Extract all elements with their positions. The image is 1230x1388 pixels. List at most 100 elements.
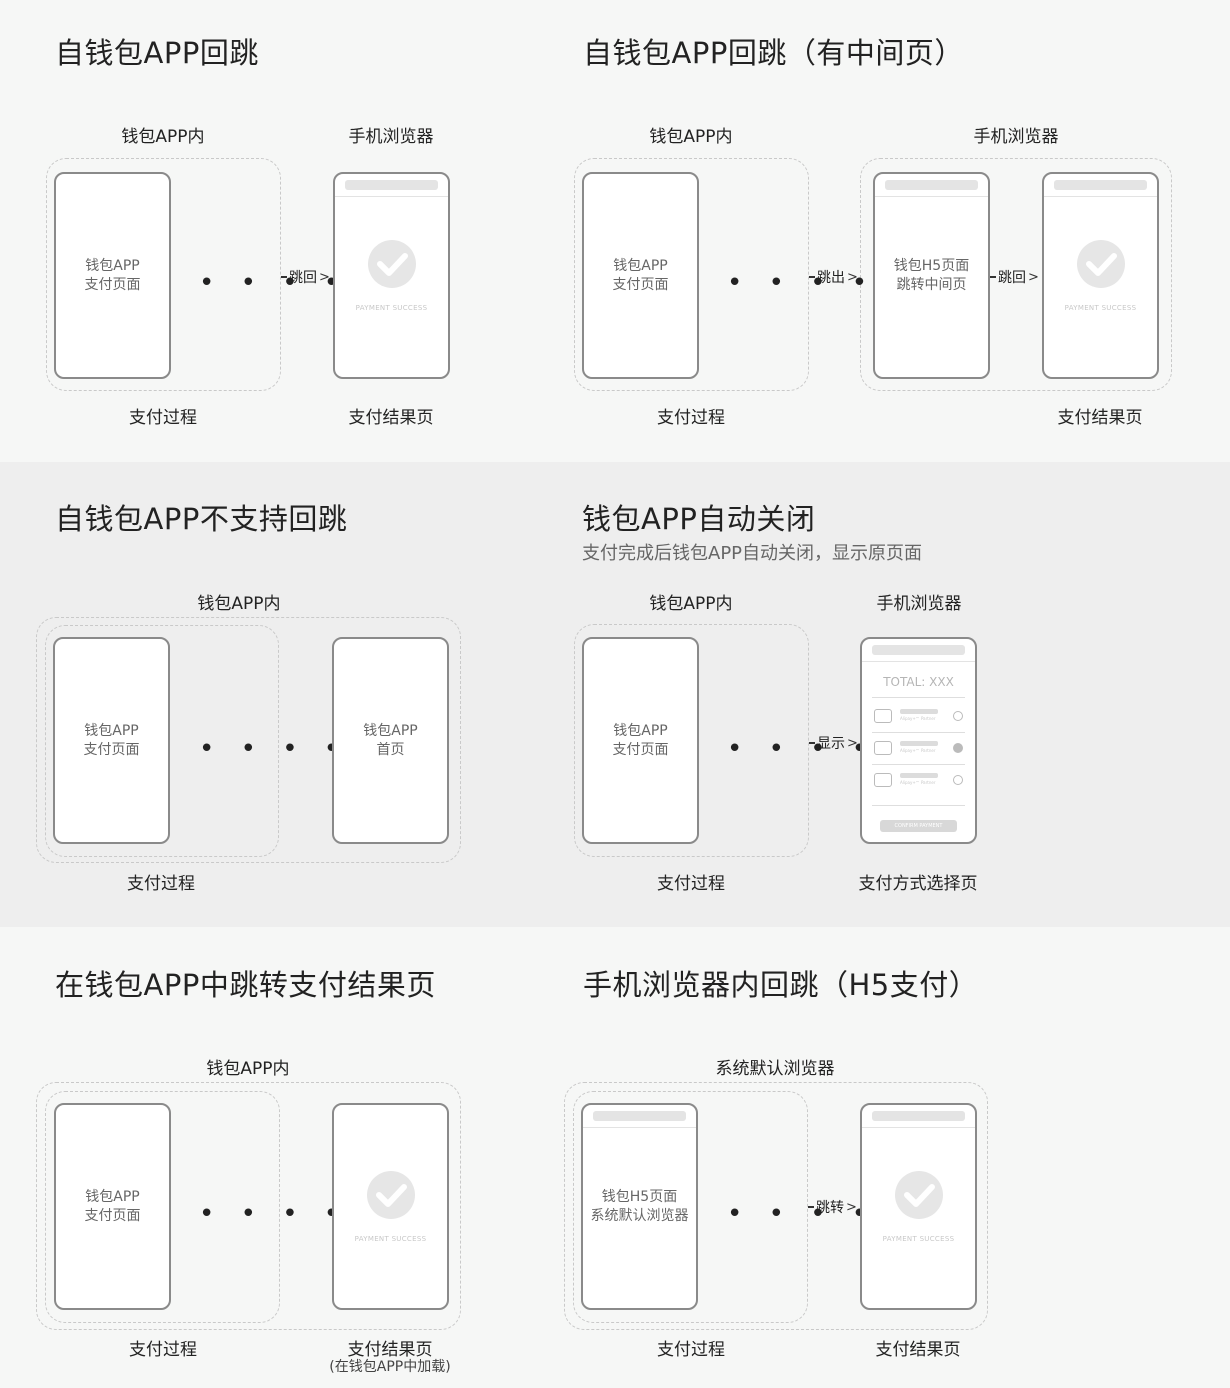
arrow-back: 跳回> (990, 267, 1039, 287)
arrow-label: 跳回 (289, 270, 317, 286)
phone-wallet-pay: 钱包APP 支付页面 (582, 637, 699, 844)
section-subtitle: 支付完成后钱包APP自动关闭，显示原页面 (582, 543, 923, 564)
section-title: 自钱包APP不支持回跳 (55, 502, 348, 536)
section-title: 钱包APP自动关闭 (582, 502, 816, 536)
arrow-label: 显示 (817, 736, 845, 752)
phone-text: 钱包APP 支付页面 (84, 1188, 141, 1224)
arrow-head-icon: > (846, 1199, 857, 1215)
group-label-system-browser: 系统默认浏览器 (715, 1059, 835, 1079)
phone-text: 钱包H5页面 跳转中间页 (893, 257, 970, 293)
section-title: 在钱包APP中跳转支付结果页 (55, 968, 436, 1002)
arrow-out: 跳出> (809, 267, 858, 287)
arrow-label: 跳转 (816, 1200, 844, 1216)
wallet-outer-box (36, 617, 461, 863)
phone-wallet-pay: 钱包APP 支付页面 (53, 637, 170, 844)
success-text: PAYMENT SUCCESS (1064, 304, 1137, 312)
arrow-back: 跳回> (281, 267, 330, 287)
caption-pay-process: 支付过程 (127, 874, 195, 894)
browser-bar (862, 1105, 975, 1128)
success-text: PAYMENT SUCCESS (882, 1235, 955, 1243)
browser-group-box (860, 158, 1172, 391)
flow-dots: • • • • (199, 734, 349, 764)
group-label-browser: 手机浏览器 (973, 127, 1059, 147)
browser-bar (1044, 174, 1157, 197)
phone-wallet-pay: 钱包APP 支付页面 (54, 1103, 171, 1310)
browser-bar (875, 174, 988, 197)
option-sub: Alipay+™ Partner (900, 716, 936, 721)
total-text: TOTAL: XXX (883, 675, 954, 689)
wallet-inner-box (45, 1091, 280, 1323)
wallet-icon (874, 709, 892, 723)
caption-pay-result: 支付结果页 (875, 1340, 961, 1360)
wallet-outer-box (36, 1082, 461, 1330)
radio-icon (953, 743, 963, 753)
divider (872, 697, 965, 698)
arrow-label: 跳回 (998, 270, 1026, 286)
option-sub: Alipay+™ Partner (900, 748, 936, 753)
arrow-show: 显示> (809, 733, 858, 753)
phone-payment-method: TOTAL: XXX Alipay+™ Partner Alipay+™ Par… (860, 637, 977, 844)
radio-icon (953, 711, 963, 721)
arrow-head-icon: > (319, 269, 330, 285)
phone-text: 钱包APP 支付页面 (612, 257, 669, 293)
section-title: 手机浏览器内回跳（H5支付） (583, 968, 979, 1002)
caption-note: (在钱包APP中加载) (329, 1359, 451, 1375)
group-label-wallet: 钱包APP内 (197, 594, 281, 614)
caption-pay-result: 支付结果页 (347, 1340, 433, 1360)
wallet-icon (874, 741, 892, 755)
browser-outer-box (564, 1082, 988, 1330)
checkmark-icon (894, 1171, 943, 1219)
arrow-head-icon: > (1028, 269, 1039, 285)
phone-result: PAYMENT SUCCESS (332, 1103, 449, 1310)
flow-dots: • • • • (199, 1199, 349, 1229)
payment-option: Alipay+™ Partner (872, 705, 965, 731)
payment-option: Alipay+™ Partner (872, 737, 965, 763)
phone-wallet-pay: 钱包APP 支付页面 (54, 172, 171, 379)
phone-text: 钱包APP 首页 (363, 722, 418, 758)
group-label-browser: 手机浏览器 (348, 127, 434, 147)
caption-pay-method: 支付方式选择页 (858, 874, 978, 894)
phone-wallet-home: 钱包APP 首页 (332, 637, 449, 844)
phone-wallet-pay: 钱包APP 支付页面 (582, 172, 699, 379)
wallet-inner-box (45, 625, 279, 857)
checkmark-icon (367, 240, 416, 288)
phone-h5-system: 钱包H5页面 系统默认浏览器 (581, 1103, 698, 1310)
caption-pay-process: 支付过程 (657, 874, 725, 894)
arrow-label: 跳出 (817, 270, 845, 286)
success-text: PAYMENT SUCCESS (354, 1235, 427, 1243)
group-label-wallet: 钱包APP内 (649, 127, 733, 147)
browser-bar (583, 1105, 696, 1128)
section-title: 自钱包APP回跳（有中间页） (583, 36, 964, 70)
phone-result: PAYMENT SUCCESS (1042, 172, 1159, 379)
phone-text: 钱包APP 支付页面 (612, 722, 669, 758)
caption-pay-process: 支付过程 (129, 1340, 197, 1360)
group-label-wallet: 钱包APP内 (649, 594, 733, 614)
option-sub: Alipay+™ Partner (900, 780, 936, 785)
browser-inner-box (573, 1091, 808, 1323)
phone-text: 钱包H5页面 系统默认浏览器 (590, 1188, 689, 1224)
phone-h5-middle: 钱包H5页面 跳转中间页 (873, 172, 990, 379)
checkmark-icon (1076, 240, 1125, 288)
caption-pay-result: 支付结果页 (1057, 408, 1143, 428)
arrow-jump: 跳转> (808, 1197, 857, 1217)
wallet-group-box (46, 158, 281, 391)
phone-text: 钱包APP 支付页面 (83, 722, 140, 758)
divider (872, 805, 965, 806)
wallet-group-box (574, 624, 809, 857)
confirm-payment-button: CONFIRM PAYMENT (880, 820, 957, 832)
group-label-browser: 手机浏览器 (876, 594, 962, 614)
divider (872, 732, 965, 733)
phone-result: PAYMENT SUCCESS (860, 1103, 977, 1310)
caption-pay-process: 支付过程 (657, 1340, 725, 1360)
section-title: 自钱包APP回跳 (55, 36, 259, 70)
phone-result: PAYMENT SUCCESS (333, 172, 450, 379)
phone-text: 钱包APP 支付页面 (84, 257, 141, 293)
wallet-icon (874, 773, 892, 787)
browser-bar (335, 174, 448, 197)
caption-pay-result: 支付结果页 (348, 408, 434, 428)
checkmark-icon (366, 1171, 415, 1219)
success-text: PAYMENT SUCCESS (355, 304, 428, 312)
radio-icon (953, 775, 963, 785)
arrow-head-icon: > (847, 269, 858, 285)
wallet-group-box (574, 158, 809, 391)
